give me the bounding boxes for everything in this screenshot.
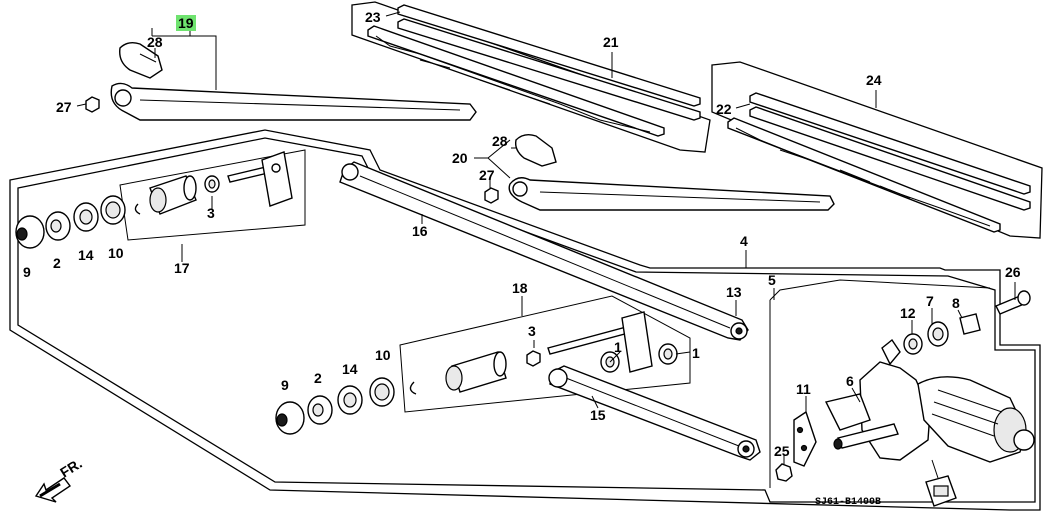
diagram-code: SJ61-B1400B <box>815 497 881 508</box>
callout-2[interactable]: 2 <box>314 370 322 386</box>
part-17-frame <box>119 149 306 241</box>
callout-23[interactable]: 23 <box>365 9 381 25</box>
callout-20[interactable]: 20 <box>452 150 468 166</box>
pivot-assembly-right <box>275 311 678 435</box>
front-direction-label: FR. <box>57 455 85 481</box>
callout-10[interactable]: 10 <box>375 347 391 363</box>
callout-26[interactable]: 26 <box>1005 264 1021 280</box>
callout-labels: 19 28 27 23 21 28 20 27 24 22 3 9 2 14 1… <box>23 9 1021 459</box>
callout-18[interactable]: 18 <box>512 280 528 296</box>
callout-27[interactable]: 27 <box>56 99 72 115</box>
callout-9[interactable]: 9 <box>281 377 289 393</box>
wiper-blade-driver <box>367 4 701 137</box>
callout-4[interactable]: 4 <box>740 233 748 249</box>
callout-11[interactable]: 11 <box>796 381 811 397</box>
link-rod-long <box>339 161 749 341</box>
callout-7[interactable]: 7 <box>926 293 934 309</box>
callout-28[interactable]: 28 <box>492 133 508 149</box>
callout-17[interactable]: 17 <box>174 260 190 276</box>
callout-24[interactable]: 24 <box>866 72 882 88</box>
wiper-blade-passenger <box>727 92 1031 233</box>
callout-5[interactable]: 5 <box>768 272 776 288</box>
part-18-frame <box>399 295 691 413</box>
callout-12[interactable]: 12 <box>900 305 916 321</box>
parts-22-24-frame <box>711 61 1043 239</box>
callout-2[interactable]: 2 <box>53 255 61 271</box>
callout-1[interactable]: 1 <box>692 345 700 361</box>
callout-3[interactable]: 3 <box>207 205 215 221</box>
parts-21-23-frame <box>351 1 711 153</box>
callout-1[interactable]: 1 <box>614 339 622 355</box>
callout-3[interactable]: 3 <box>528 323 536 339</box>
callout-19[interactable]: 19 <box>178 15 194 31</box>
callout-22[interactable]: 22 <box>716 101 732 117</box>
callout-15[interactable]: 15 <box>590 407 606 423</box>
callout-21[interactable]: 21 <box>603 34 619 50</box>
callout-14[interactable]: 14 <box>342 361 358 377</box>
wiper-motor-assembly <box>775 290 1035 507</box>
callout-27[interactable]: 27 <box>479 167 495 183</box>
front-direction-arrow: FR. <box>34 455 85 503</box>
pivot-assembly-left <box>15 151 293 249</box>
callout-6[interactable]: 6 <box>846 373 854 389</box>
highlight-box-19 <box>176 15 196 31</box>
callout-13[interactable]: 13 <box>726 284 742 300</box>
callout-10[interactable]: 10 <box>108 245 124 261</box>
callout-9[interactable]: 9 <box>23 264 31 280</box>
wiper-arm-passenger <box>484 133 835 211</box>
callout-16[interactable]: 16 <box>412 223 428 239</box>
wiper-arm-driver <box>85 41 477 121</box>
assembly-outline-frames <box>9 1 1043 511</box>
link-rod-short <box>548 365 761 461</box>
callout-25[interactable]: 25 <box>774 443 790 459</box>
callout-8[interactable]: 8 <box>952 295 960 311</box>
callout-28[interactable]: 28 <box>147 34 163 50</box>
callout-14[interactable]: 14 <box>78 247 94 263</box>
